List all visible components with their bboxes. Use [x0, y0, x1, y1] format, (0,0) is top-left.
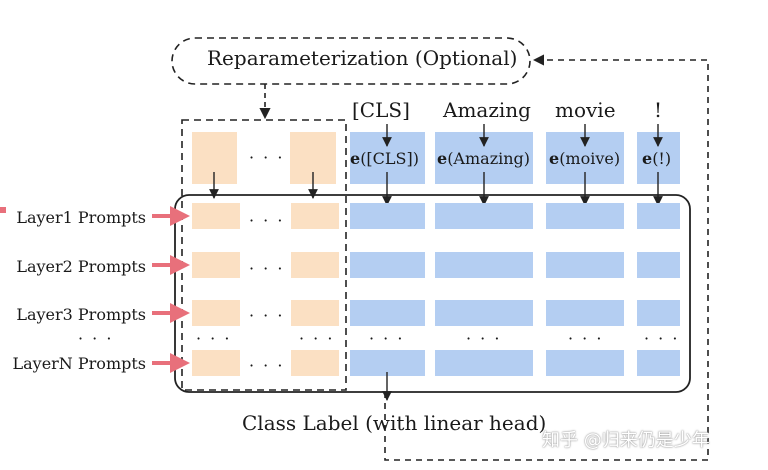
gap-ellipsis: · · · — [369, 329, 405, 348]
hidden-state-cell — [350, 203, 425, 229]
layer-vertical-ellipsis: · · · — [78, 329, 114, 348]
prompt-cell — [192, 350, 240, 376]
token-word-excl: ! — [654, 98, 663, 122]
prompt-cell — [291, 203, 339, 229]
layer-label-1: Layer1 Prompts — [16, 208, 146, 227]
gap-ellipsis: · · · — [299, 329, 335, 348]
hidden-state-cell — [435, 350, 533, 376]
feedback-loop-line — [384, 54, 709, 461]
layer-label-n: LayerN Prompts — [12, 354, 146, 373]
hidden-state-cell — [435, 300, 533, 326]
row-ellipsis: · · · — [249, 306, 285, 325]
transformer-layers-box — [174, 194, 691, 393]
hidden-state-cell — [350, 350, 425, 376]
embedding-label-amazing: e(Amazing) — [437, 149, 531, 168]
gap-ellipsis: · · · — [644, 329, 680, 348]
hidden-state-cell — [350, 252, 425, 278]
hidden-state-cell — [350, 300, 425, 326]
row-ellipsis: · · · — [249, 356, 285, 375]
hidden-state-cell — [546, 252, 624, 278]
hidden-state-cell — [637, 252, 680, 278]
reparameterization-box — [171, 37, 531, 85]
reparameterization-label: Reparameterization (Optional) — [207, 46, 518, 70]
token-word-movie: movie — [555, 98, 616, 122]
watermark: 知乎 @归来仍是少年 — [542, 430, 710, 451]
gap-ellipsis: · · · — [466, 329, 502, 348]
token-word-cls: [CLS] — [352, 98, 410, 122]
hidden-state-cell — [435, 252, 533, 278]
class-label: Class Label (with linear head) — [242, 411, 547, 435]
embedding-label-movie: e(moive) — [549, 149, 621, 168]
hidden-state-cell — [546, 350, 624, 376]
hidden-state-cell — [637, 350, 680, 376]
prompt-cell — [192, 203, 240, 229]
embedding-label-cls: e([CLS]) — [350, 149, 419, 168]
prompt-cell — [291, 350, 339, 376]
hidden-state-cell — [546, 300, 624, 326]
hidden-state-cell — [435, 203, 533, 229]
hidden-state-cell — [546, 203, 624, 229]
token-word-amazing: Amazing — [443, 98, 531, 122]
layer-label-3: Layer3 Prompts — [16, 305, 146, 324]
row-ellipsis: · · · — [249, 259, 285, 278]
prompt-cell — [192, 252, 240, 278]
gap-ellipsis: · · · — [568, 329, 604, 348]
layer-label-2: Layer2 Prompts — [16, 257, 146, 276]
layer-prompt-arrows — [152, 206, 190, 373]
hidden-state-cell — [637, 300, 680, 326]
edge-red-marker — [0, 207, 6, 213]
prompt-cell — [291, 300, 339, 326]
embedding-label-excl: e(!) — [642, 149, 672, 168]
prompt-cell — [192, 300, 240, 326]
gap-ellipsis: · · · — [196, 329, 232, 348]
prompt-ellipsis: · · · — [249, 148, 285, 167]
row-ellipsis: · · · — [249, 211, 285, 230]
hidden-state-cell — [637, 203, 680, 229]
layer-rows — [192, 203, 680, 376]
prompt-cell — [291, 252, 339, 278]
